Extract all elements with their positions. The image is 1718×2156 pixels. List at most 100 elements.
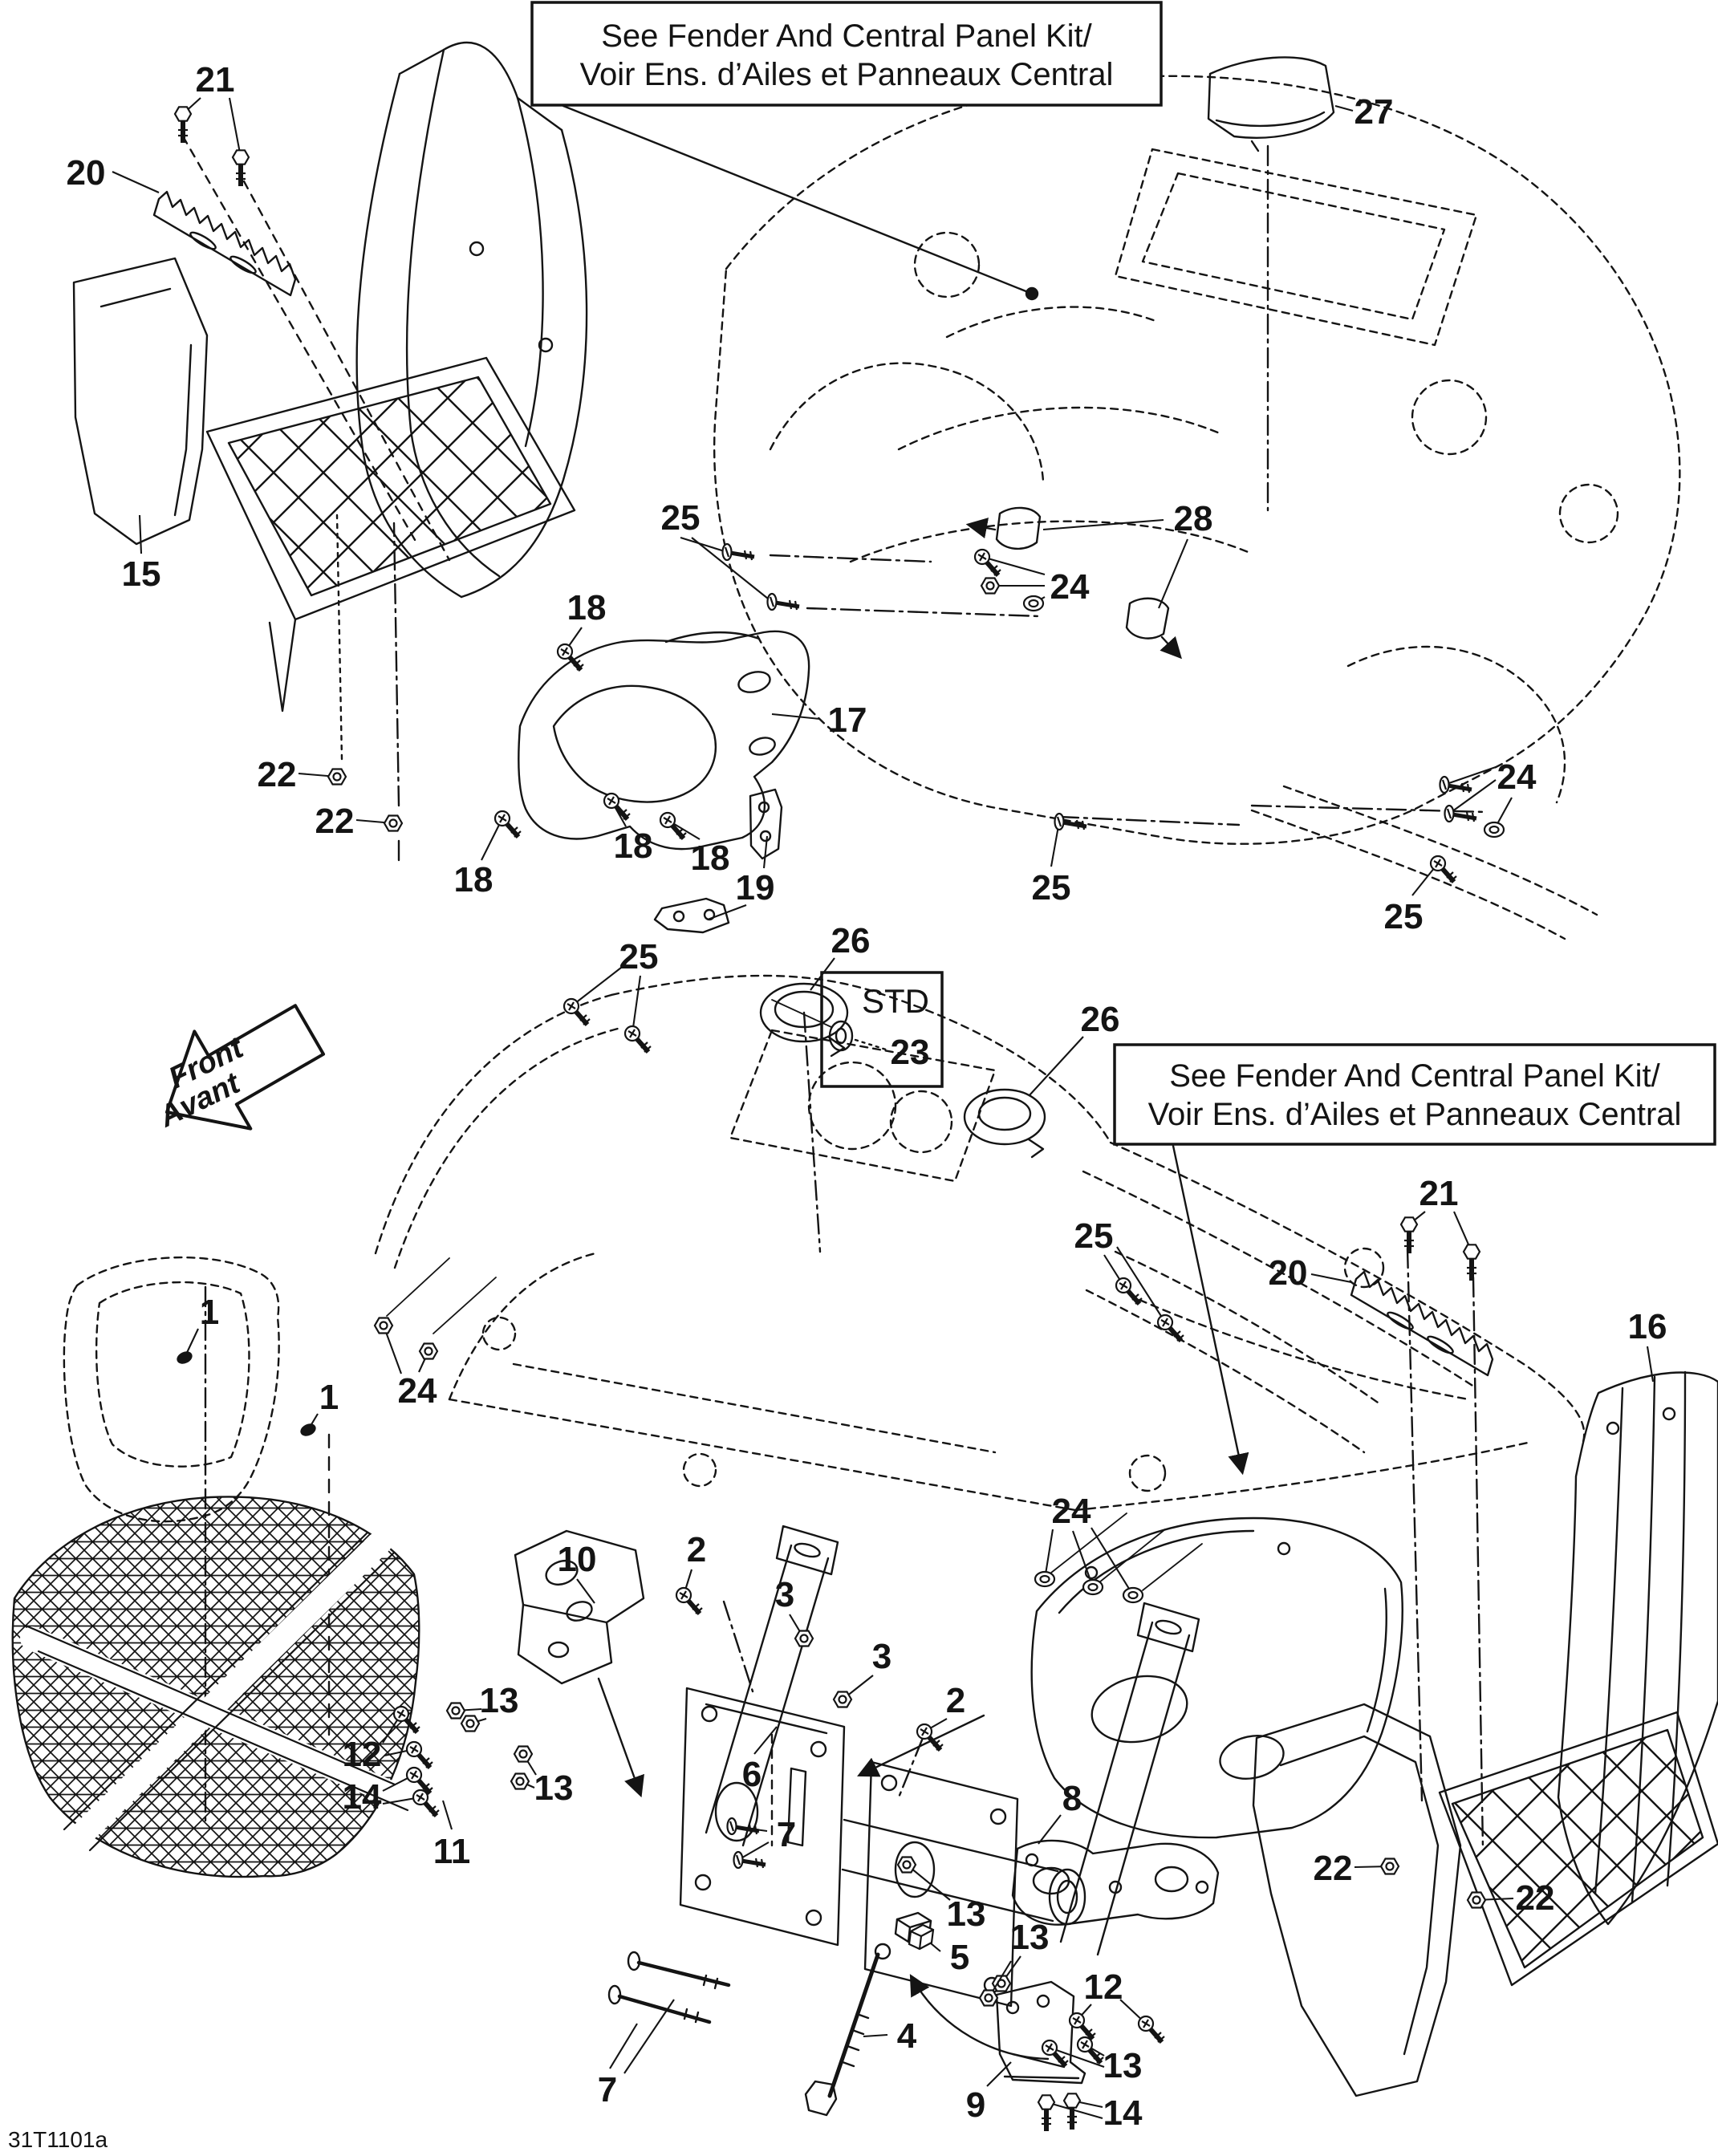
washer24-link (1142, 1543, 1203, 1591)
tow-plate-left (679, 1687, 846, 1947)
bracket-part19-b (653, 897, 730, 934)
part-number-label: 14 (1103, 2093, 1143, 2133)
callout-leader-line (1043, 1529, 1054, 1580)
part-number-label: 14 (343, 1777, 382, 1817)
part-number-label: 18 (567, 588, 607, 627)
bolt-axis (1406, 1247, 1424, 1802)
bolt-axis-dashed (242, 180, 451, 562)
part-number-label: 7 (777, 1815, 796, 1854)
fastener-screwD-icon (1041, 2039, 1069, 2068)
callout-leader-line (863, 2033, 888, 2038)
fastener-nut-icon (510, 1772, 530, 1790)
frame-bracket-part8 (1011, 1839, 1220, 1926)
part-number-label: 2 (946, 1681, 965, 1720)
long-bolts-part7 (607, 1951, 731, 2024)
bolt-axis (722, 1600, 754, 1693)
fastener-boltv-icon (1037, 2094, 1056, 2131)
fastener-screwD-icon (623, 1025, 652, 1054)
part-callout-26: 26 (810, 921, 870, 991)
callout-leader-line (571, 967, 622, 1007)
part-number-label: 15 (122, 554, 161, 594)
fastener-axis (769, 554, 932, 563)
part-number-label: 25 (661, 498, 701, 538)
callout-leader-line (1158, 538, 1188, 609)
nut-axis-line (335, 514, 343, 761)
part-callout-24: 24 (1439, 757, 1537, 838)
part-callout-25: 25 (661, 498, 800, 611)
part-callout-18: 18 (454, 810, 522, 899)
footrest-panel-part16 (1557, 1370, 1718, 1926)
fastener-nut-icon (513, 1745, 534, 1763)
rear-body-hardware (562, 56, 1488, 826)
part-number-label: 2 (687, 1530, 706, 1569)
access-cap-part28-b (1125, 597, 1170, 639)
part-callout-16: 16 (1628, 1307, 1667, 1383)
nut-axis-line (392, 522, 400, 807)
callout-leader-line (1334, 104, 1354, 112)
note-top-line1: See Fender And Central Panel Kit/ (601, 18, 1092, 54)
callout-leader-line (707, 904, 747, 920)
fastener-axis (806, 607, 1042, 618)
std-label: STD (862, 982, 929, 1020)
callout-leader-line (576, 1578, 595, 1604)
part-number-label: 13 (947, 1894, 986, 1934)
part-number-label: 3 (775, 1575, 794, 1614)
part-number-label: 1 (319, 1378, 339, 1417)
callout-leader-line (762, 835, 769, 869)
part-callout-4: 4 (863, 2016, 917, 2056)
callout-leader-line (1049, 2047, 1105, 2068)
callout-leader-line (680, 536, 728, 554)
fastener-screwD-icon (493, 810, 522, 838)
fastener-screwL-icon (1439, 775, 1472, 794)
part-callout-3: 3 (832, 1637, 891, 1708)
fastener-screwD-icon (603, 792, 631, 821)
part-callout-7: 7 (726, 1815, 796, 1870)
assembly-arrow (597, 1677, 644, 1798)
front-fender-piece (1030, 1517, 1403, 1839)
std-part-number: 23 (891, 1033, 930, 1072)
fastener-screwD-icon (563, 997, 591, 1026)
part-callout-12: 12 (1068, 1967, 1165, 2044)
washer24-link (1099, 1529, 1166, 1583)
part-callout-18: 18 (603, 792, 652, 866)
fastener-screwD-icon (1429, 855, 1457, 883)
fastener-screwD-icon (1156, 1313, 1184, 1342)
callout-leader-line (771, 713, 821, 721)
splash-guard-right (1252, 1703, 1462, 2097)
bracket-part10 (514, 1529, 645, 1685)
callout-leader-line (1046, 2101, 1103, 2120)
fastener-boltv-icon (173, 106, 193, 143)
note-bottom-line1: See Fender And Central Panel Kit/ (1169, 1058, 1660, 1094)
part-number-label: 24 (398, 1371, 437, 1411)
fastener-screwL-icon (726, 1817, 760, 1836)
part-callout-1: 1 (300, 1378, 339, 1436)
part-number-label: 28 (1174, 499, 1213, 538)
cap28-arrow (1160, 635, 1182, 660)
front-grille-assembly (11, 1256, 420, 1878)
part-callout-1: 1 (177, 1293, 219, 1364)
fastener-nut-icon (794, 1630, 814, 1647)
part-number-label: 9 (966, 2085, 985, 2125)
callout-leader-line (737, 1841, 770, 1861)
part-number-label: 20 (1269, 1253, 1308, 1293)
fastener-screwL-icon (721, 542, 755, 562)
bolt-axis (1472, 1276, 1484, 1850)
central-console-phantom (374, 974, 1586, 1512)
console-hardware (386, 982, 1249, 1476)
part-number-label: 3 (872, 1637, 891, 1676)
part-callout-22: 22 (1466, 1878, 1555, 1918)
part-callout-12: 12 (343, 1705, 433, 1774)
fastener-screwL-icon (1444, 804, 1477, 823)
fastener-screwD-icon (1115, 1277, 1143, 1305)
fastener-screwD-icon (556, 643, 584, 672)
part-callout-11: 11 (433, 1800, 470, 1871)
fastener-boltv-icon (1062, 2093, 1082, 2130)
part-callout-6: 6 (742, 1726, 778, 1794)
part-number-label: 7 (598, 2070, 617, 2109)
part-callout-18: 18 (556, 588, 607, 672)
part-callout-19: 19 (707, 835, 774, 920)
part-number-label: 13 (534, 1768, 574, 1808)
access-cap-part28-a (995, 506, 1042, 550)
part-number-label: 22 (1516, 1878, 1555, 1918)
